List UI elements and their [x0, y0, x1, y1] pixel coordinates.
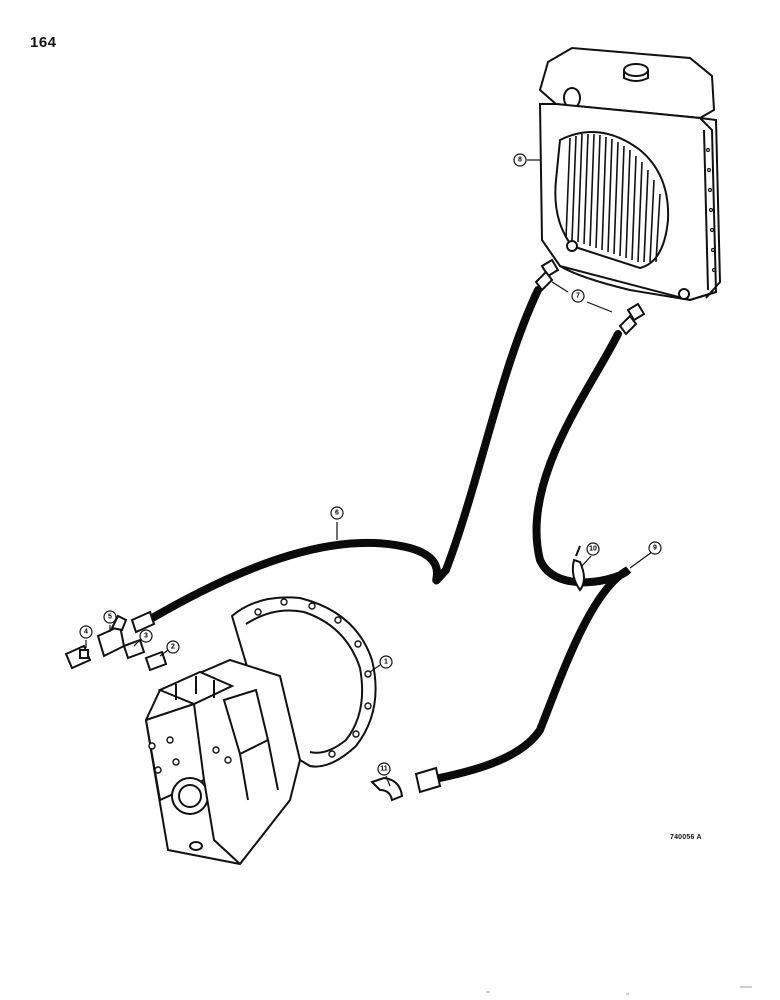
- svg-text:5: 5: [108, 614, 112, 621]
- svg-text:11: 11: [380, 766, 388, 773]
- fitting-2-nipple: [144, 650, 168, 672]
- drawing-code: 740056 A: [670, 834, 702, 841]
- scan-marks: [486, 986, 752, 995]
- hose-6-end-fitting: [130, 610, 156, 634]
- callout-8: 8: [513, 153, 527, 167]
- callout-6: 6: [330, 506, 344, 520]
- callout-7: 7: [571, 289, 585, 303]
- callout-9: 9: [648, 541, 662, 555]
- fitting-3-adapter: [122, 638, 146, 660]
- leader-lines: [85, 159, 653, 787]
- svg-text:2: 2: [171, 644, 175, 651]
- transmission: [144, 596, 377, 866]
- elbow-fitting-11: [370, 776, 404, 802]
- svg-text:7: 7: [576, 293, 580, 300]
- callout-5: 5: [103, 610, 117, 624]
- svg-text:6: 6: [335, 510, 339, 517]
- callout-2: 2: [166, 640, 180, 654]
- hose-clip: [571, 558, 585, 592]
- callout-4: 4: [79, 625, 93, 639]
- hose-9-end-fitting: [414, 766, 442, 794]
- elbow-fitting-upper: [534, 258, 560, 292]
- svg-text:1: 1: [384, 659, 388, 666]
- radiator: [538, 46, 722, 302]
- callout-10: 10: [586, 542, 600, 556]
- svg-text:8: 8: [518, 157, 522, 164]
- callout-1: 1: [379, 655, 393, 669]
- callout-3: 3: [139, 629, 153, 643]
- page-number: 164: [30, 34, 57, 51]
- svg-text:10: 10: [589, 546, 597, 553]
- callout-11: 11: [377, 762, 391, 776]
- fitting-4-sender: [64, 644, 92, 670]
- hose-9: [426, 330, 632, 784]
- hose-6: [138, 286, 542, 628]
- svg-text:9: 9: [653, 545, 657, 552]
- fitting-5-tee: [96, 614, 128, 658]
- elbow-fitting-lower: [618, 302, 646, 336]
- svg-text:4: 4: [84, 629, 88, 636]
- svg-text:3: 3: [144, 633, 148, 640]
